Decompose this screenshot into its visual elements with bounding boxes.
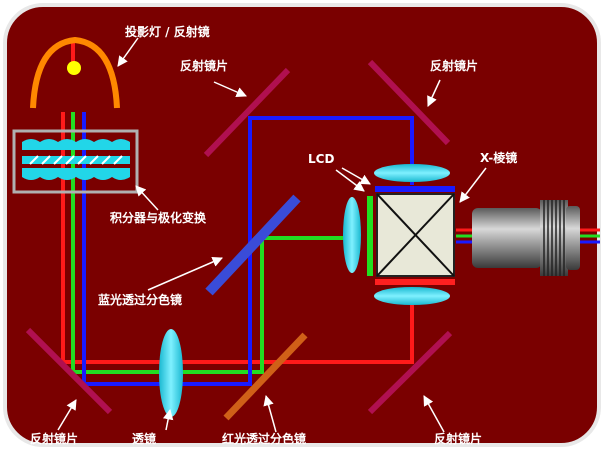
- label-mirror-top-left: 反射镜片: [180, 58, 228, 73]
- label-lamp: 投影灯 / 反射镜: [125, 24, 210, 39]
- x-prism-assembly: [343, 164, 455, 305]
- condenser-lens-left: [343, 197, 361, 273]
- mirror-bottom-right: [367, 330, 453, 415]
- projection-lens: [472, 200, 580, 276]
- lamp-bulb: [67, 61, 81, 75]
- mirror-top-right: [367, 59, 451, 146]
- relay-lens: [159, 329, 183, 417]
- green-beam: [71, 112, 355, 374]
- callout-arrows: [57, 37, 487, 433]
- label-x-prism: X-棱镜: [480, 150, 517, 165]
- lcd-green: [367, 196, 373, 276]
- condenser-lens-bottom: [374, 287, 450, 305]
- mirror-bottom-left: [25, 327, 113, 415]
- lcd-red: [375, 279, 455, 285]
- label-lcd: LCD: [308, 152, 334, 166]
- label-integrator: 积分器与极化变换: [110, 210, 207, 225]
- mirror-top-left: [203, 67, 291, 158]
- label-mirror-top-right: 反射镜片: [430, 58, 478, 73]
- blue-dichroic-mirror: [205, 194, 301, 296]
- lamp-reflector: [30, 36, 120, 109]
- red-beam: [61, 112, 414, 364]
- label-mirror-bottom-right: 反射镜片: [434, 431, 482, 446]
- label-blue-dichroic: 蓝光透过分色镜: [98, 292, 182, 307]
- label-mirror-bottom-left: 反射镜片: [30, 431, 78, 446]
- red-dichroic-mirror: [223, 332, 308, 421]
- integrator: [12, 129, 139, 194]
- condenser-lens-top: [374, 164, 450, 182]
- label-red-dichroic: 红光透过分色镜: [222, 431, 306, 446]
- lcd-blue: [375, 186, 455, 192]
- label-lens: 透镜: [132, 431, 156, 446]
